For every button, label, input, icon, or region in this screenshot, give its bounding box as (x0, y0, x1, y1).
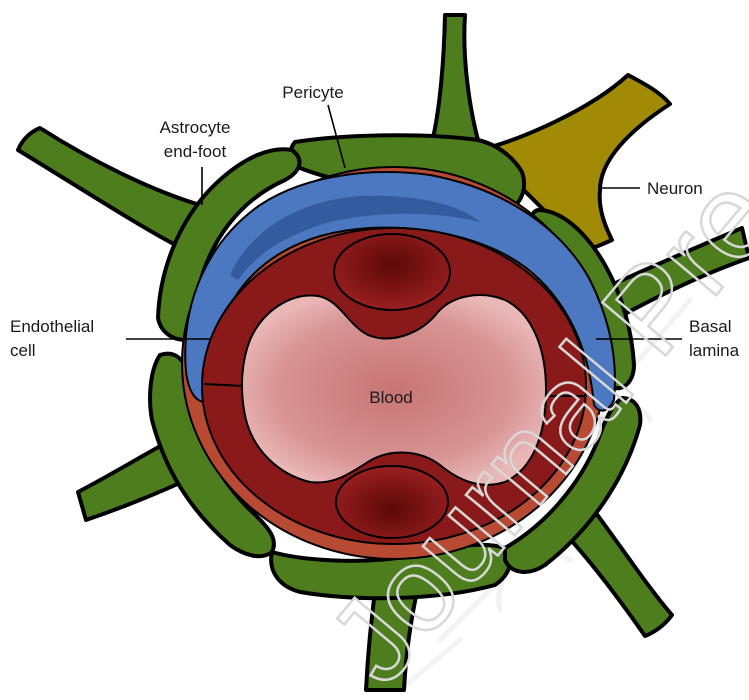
label-astrocyte-line2: end-foot (164, 142, 227, 161)
label-pericyte: Pericyte (282, 83, 343, 102)
label-endothelial-line1: Endothelial (10, 317, 94, 336)
label-blood: Blood (369, 388, 412, 407)
label-astrocyte-line1: Astrocyte (160, 118, 231, 137)
endothelial-nucleus-top (334, 234, 450, 310)
label-endothelial-line2: cell (10, 341, 36, 360)
